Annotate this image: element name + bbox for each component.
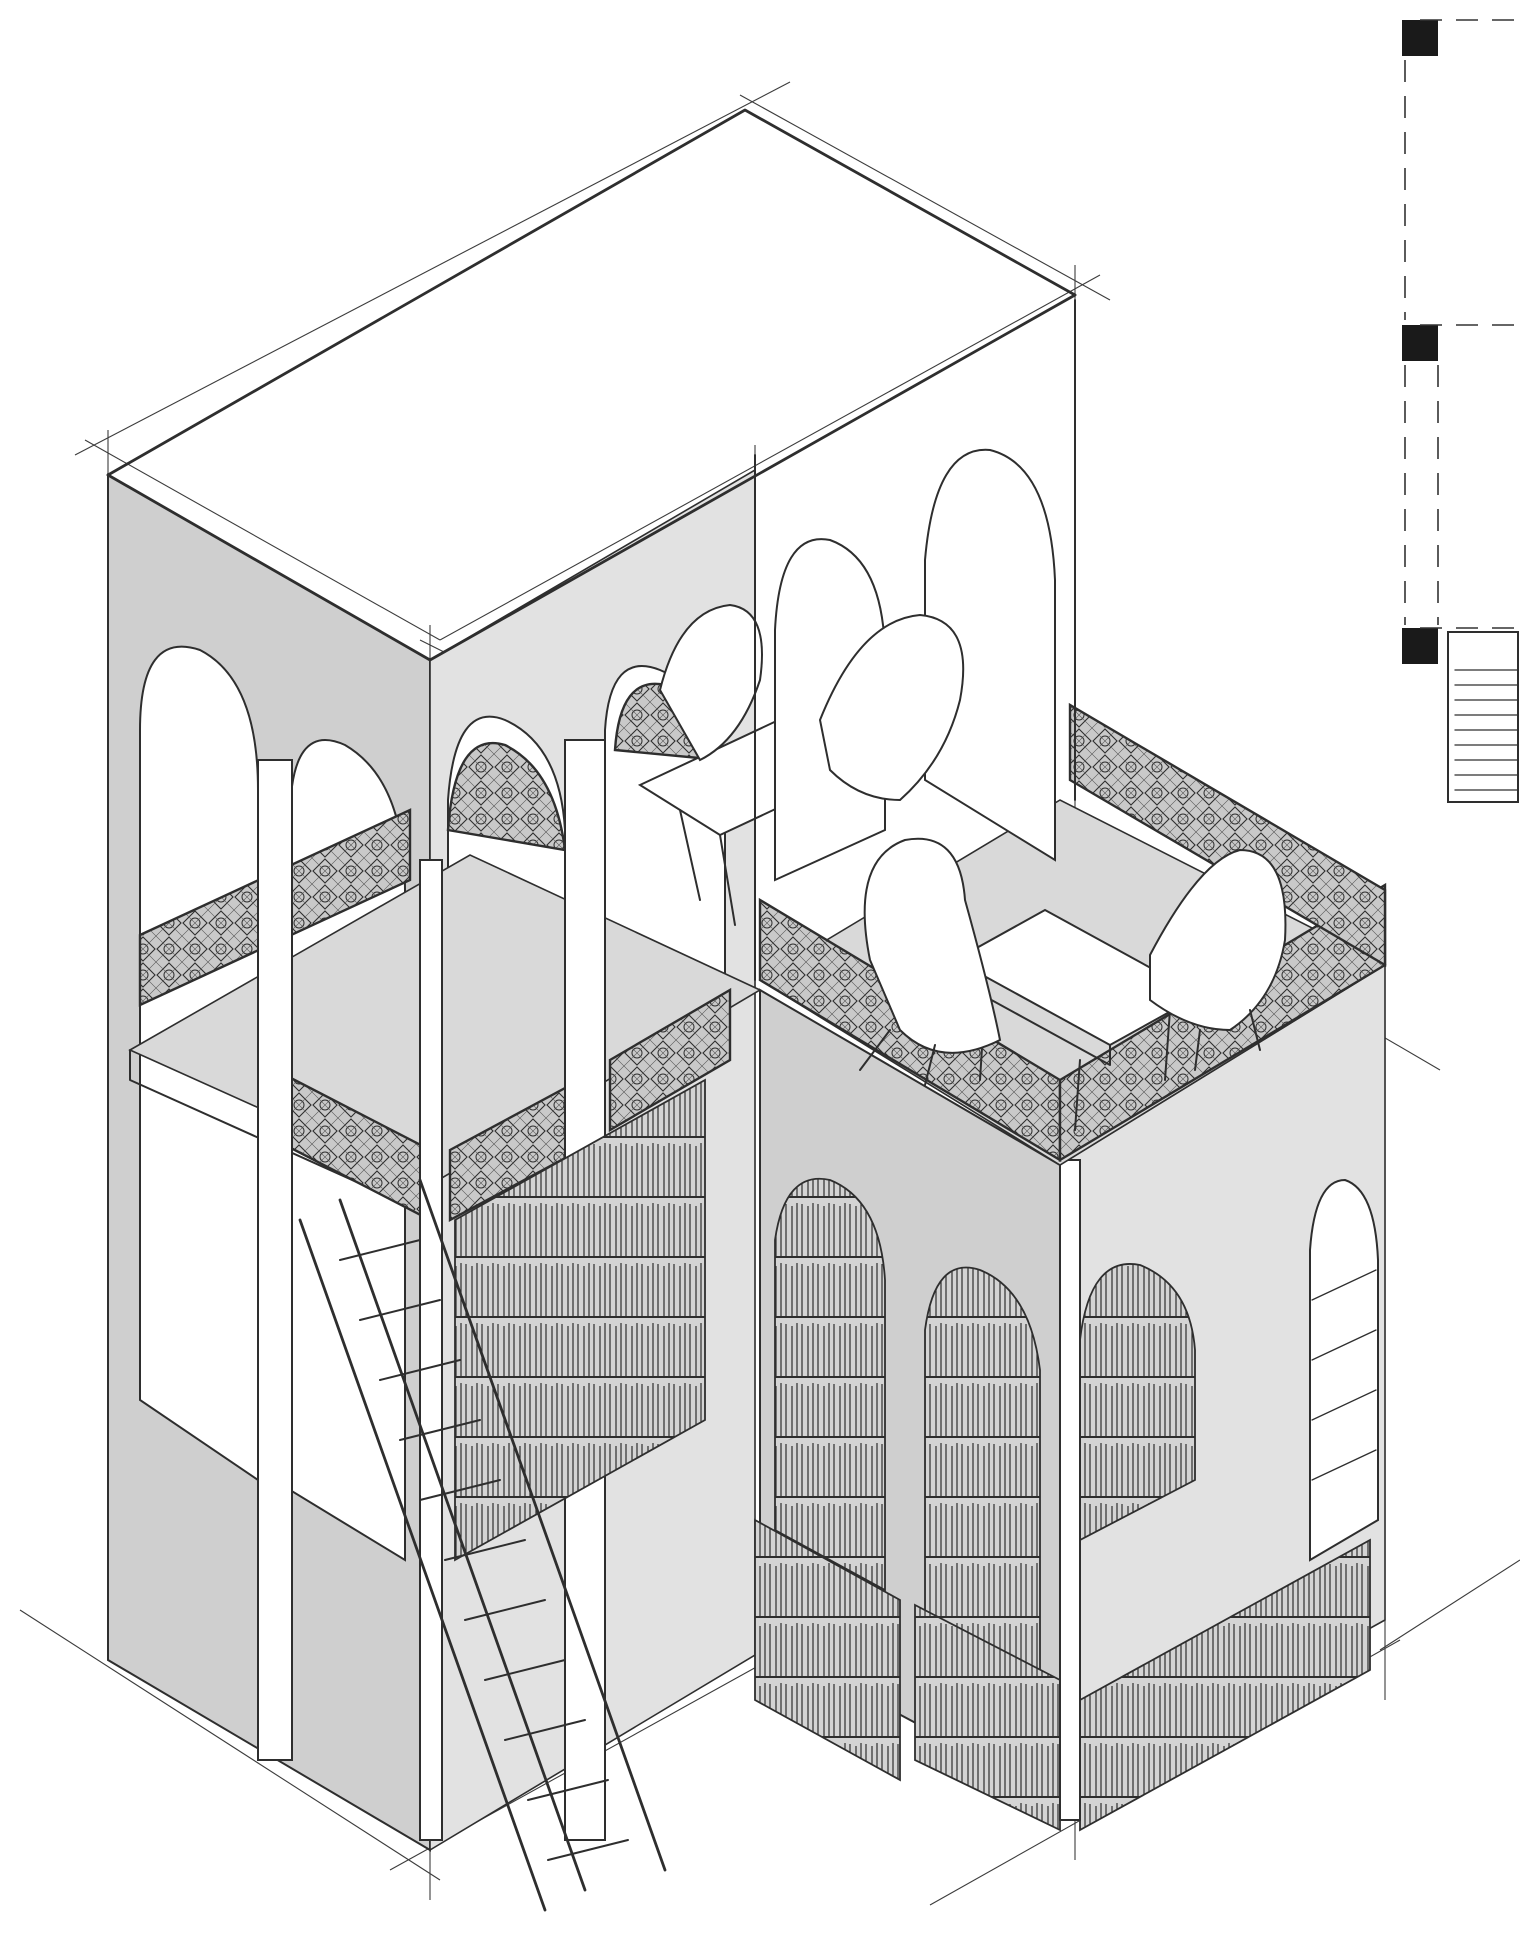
right-lower-block — [754, 963, 1386, 1832]
low-bookcase-left — [754, 1518, 901, 1782]
open-shelf-unit — [1309, 1178, 1379, 1562]
upper-chair-mid — [658, 603, 763, 762]
title-block-fragment — [1402, 19, 1520, 803]
frame-marker-3 — [1402, 628, 1438, 664]
bookshelf-arch-right-1 — [1079, 1263, 1196, 1542]
frame-marker-1 — [1402, 20, 1438, 56]
tower-top-outline — [106, 108, 1077, 981]
frame-marker-2 — [1402, 325, 1438, 361]
ladder-rungs — [339, 1239, 629, 1861]
bookshelf-under-mezzanine — [454, 1078, 706, 1562]
tall-arch-right — [924, 448, 1056, 862]
lattice-arch-1 — [446, 741, 567, 852]
left-tower — [107, 468, 883, 1852]
scale-bar-box — [1447, 631, 1519, 803]
scale-bar-lines — [1454, 669, 1519, 791]
bookshelf-arch-mid — [924, 1266, 1041, 1677]
corner-column — [1059, 1159, 1081, 1821]
mezzanine-railing-right-2 — [608, 987, 732, 1133]
pillar-3 — [419, 859, 443, 1841]
terrace-chair-left — [863, 837, 1002, 1054]
low-bookcase-front — [914, 1603, 1061, 1832]
upper-chair-back — [818, 613, 965, 802]
bookshelf-arch-left — [774, 1177, 886, 1592]
ladder — [298, 1178, 667, 1912]
open-shelf-lines — [1311, 1269, 1377, 1481]
terrace-chair-right — [1149, 848, 1287, 1032]
pillar-1 — [257, 759, 293, 1761]
upper-right-terrace — [658, 448, 1387, 1166]
